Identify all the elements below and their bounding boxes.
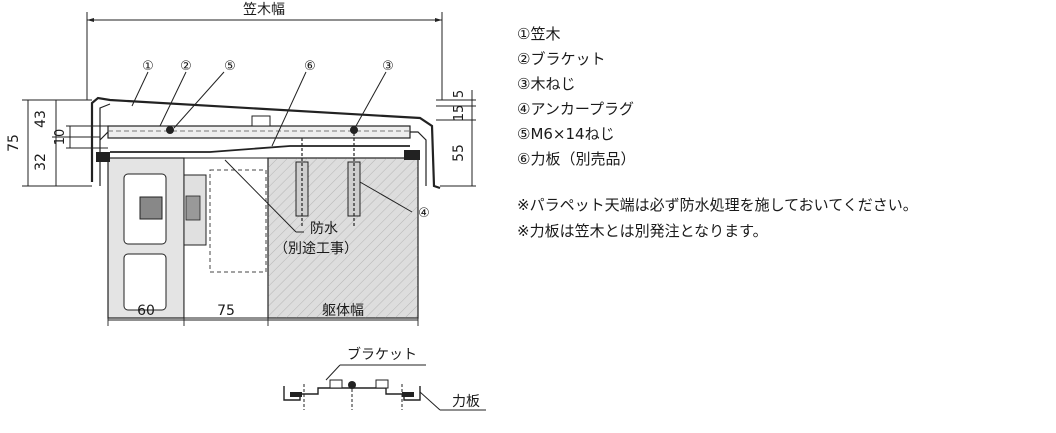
detail-bracket-label: ブラケット (347, 346, 417, 363)
waterproof-callout: 防水 （別途工事） (224, 159, 358, 257)
note-waterproofing: ※パラペット天端は必ず防水処理を施しておいてください。 (517, 196, 918, 214)
cap-profile (90, 96, 441, 190)
parts-legend: ①笠木 ②ブラケット ③木ねじ ④アンカープラグ ⑤M6×14ねじ ⑥力板（別売… (517, 22, 635, 172)
dim-wall-width: 躯体幅 (322, 303, 364, 319)
waterproof-label: 防水 (310, 221, 338, 237)
top-width-label: 笠木幅 (243, 2, 285, 18)
detail-plate-label: 力板 (452, 394, 480, 410)
anchor-plugs (166, 126, 361, 228)
left-dimensions: 75 43 10 32 (6, 99, 108, 187)
marker-3: ③ (382, 59, 394, 74)
dim-55: 55 (451, 144, 467, 162)
dim-15: 15 (452, 105, 467, 122)
marker-2: ② (180, 59, 192, 74)
legend-item-5: ⑤M6×14ねじ (517, 125, 615, 143)
dim-5: 5 (452, 90, 467, 98)
wall-body (107, 157, 419, 319)
right-dimensions: 5 15 55 (436, 90, 476, 187)
marker-1: ① (142, 59, 154, 74)
dim-43: 43 (33, 110, 49, 128)
top-width-dimension: 笠木幅 (86, 2, 443, 100)
legend-item-6: ⑥力板（別売品） (517, 150, 636, 168)
note-plate-order: ※力板は笠木とは別発注となります。 (517, 222, 768, 240)
marker-6: ⑥ (304, 59, 316, 74)
waterproof-note: （別途工事） (274, 240, 358, 257)
marker-5: ⑤ (224, 59, 236, 74)
bracket-detail: ブラケット 力板 (283, 346, 486, 411)
part-markers: ① ② ⑤ ⑥ ③ ④ (131, 59, 430, 221)
dim-10: 10 (53, 129, 68, 146)
parapet-cap-section-drawing: 笠木幅 (6, 2, 486, 411)
bottom-dimensions: 60 75 躯体幅 (107, 290, 419, 326)
legend-item-2: ②ブラケット (517, 50, 606, 68)
legend-item-3: ③木ねじ (517, 75, 576, 93)
legend-item-4: ④アンカープラグ (517, 100, 634, 118)
dim-32: 32 (33, 153, 49, 171)
dim-75-bottom: 75 (217, 303, 235, 319)
dim-60: 60 (137, 303, 155, 319)
dim-75-left: 75 (6, 134, 22, 152)
marker-4: ④ (418, 206, 430, 221)
legend-item-1: ①笠木 (517, 25, 561, 43)
installation-notes: ※パラペット天端は必ず防水処理を施しておいてください。 ※力板は笠木とは別発注と… (517, 192, 918, 244)
